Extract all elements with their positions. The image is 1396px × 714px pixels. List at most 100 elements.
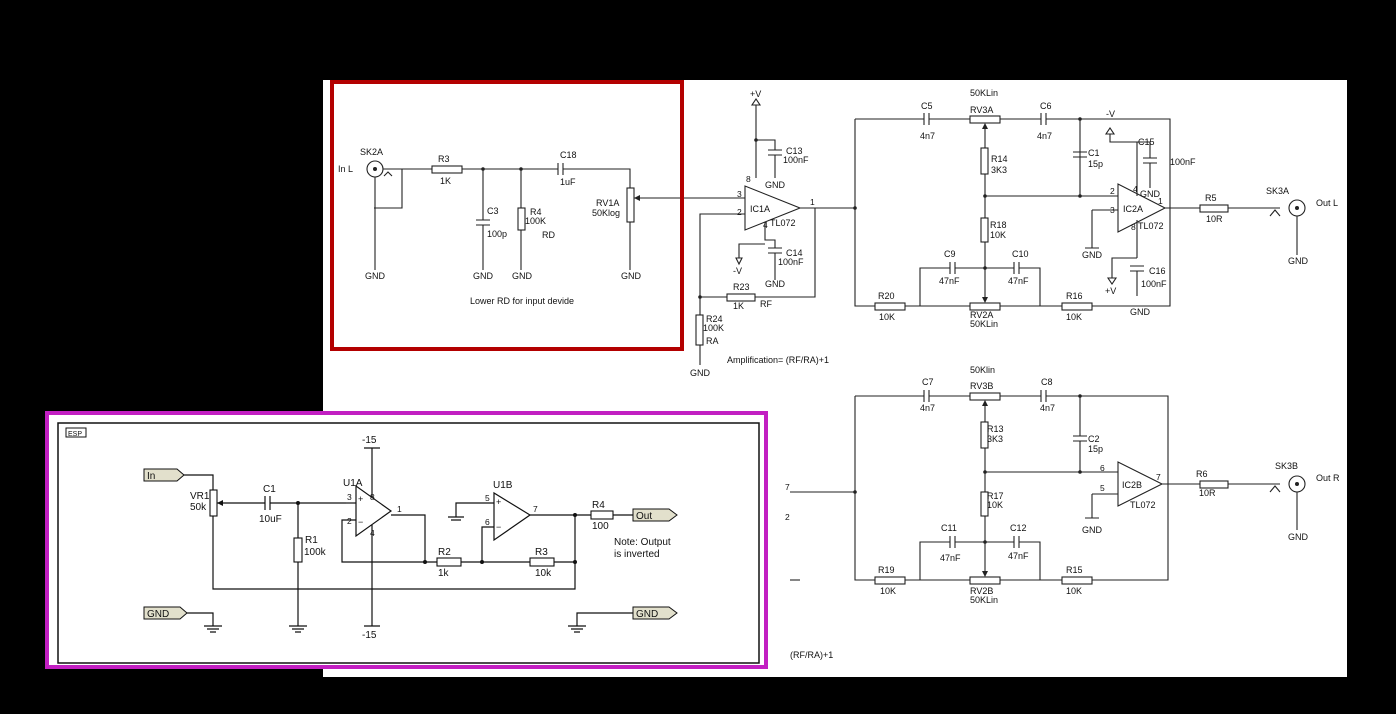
inset-r3-value: 10k	[535, 568, 552, 579]
r6-value: 10R	[1199, 488, 1216, 498]
rv3b-value: 50Klin	[970, 365, 995, 375]
u1a-opamp	[355, 484, 393, 538]
svg-text:GND: GND	[765, 180, 786, 190]
c15-label: C15	[1138, 137, 1155, 147]
rv3a-label: RV3A	[970, 105, 993, 115]
r20-resistor	[874, 302, 906, 311]
c1-value: 15p	[1088, 159, 1103, 169]
c6-value: 4n7	[1037, 131, 1052, 141]
svg-text:-V: -V	[1106, 109, 1115, 119]
c9-label: C9	[944, 249, 956, 259]
r4-label: R4	[530, 207, 542, 217]
out-l-label: Out L	[1316, 198, 1338, 208]
rv3b-label: RV3B	[970, 381, 993, 391]
svg-text:GND: GND	[690, 368, 711, 378]
inset-r1-resistor	[293, 537, 303, 563]
svg-text:+: +	[358, 494, 363, 504]
inset-r3-label: R3	[535, 547, 548, 558]
r19-value: 10K	[880, 586, 896, 596]
svg-text:GND: GND	[473, 271, 494, 281]
svg-text:2: 2	[347, 516, 352, 526]
c12-value: 47nF	[1008, 551, 1029, 561]
r23-value: 1K	[733, 301, 744, 311]
svg-text:GND: GND	[765, 279, 786, 289]
r19-label: R19	[878, 565, 895, 575]
rf-label: RF	[760, 299, 772, 309]
inset-r2-resistor	[436, 557, 462, 567]
input-note: Lower RD for input devide	[470, 296, 574, 306]
inset-inner-frame	[57, 422, 760, 664]
amplification-formula: Amplification= (RF/RA)+1	[727, 355, 829, 365]
r5-resistor	[1199, 204, 1229, 213]
c3-label: C3	[487, 206, 499, 216]
c1-label: C1	[1088, 148, 1100, 158]
r24-label: R24	[706, 314, 723, 324]
rv1a-label: RV1A	[596, 198, 619, 208]
c13-label: C13	[786, 146, 803, 156]
r4-value: 100K	[525, 216, 546, 226]
r16-value: 10K	[1066, 312, 1082, 322]
svg-text:GND: GND	[1140, 189, 1161, 199]
c5-value: 4n7	[920, 131, 935, 141]
r6-label: R6	[1196, 469, 1208, 479]
r20-value: 10K	[879, 312, 895, 322]
gnd-port-left-label: GND	[147, 609, 169, 620]
c3-value: 100p	[487, 229, 507, 239]
sk2a-label: SK2A	[360, 147, 383, 157]
rv2a-label: RV2A	[970, 310, 993, 320]
ic2a-part: TL072	[1138, 221, 1164, 231]
r3-value: 1K	[440, 176, 451, 186]
c16-value: 100nF	[1141, 279, 1167, 289]
in-port-label: In	[147, 471, 155, 482]
inset-c1-value: 10uF	[259, 514, 282, 525]
rd-label: RD	[542, 230, 555, 240]
c16-label: C16	[1149, 266, 1166, 276]
svg-text:2: 2	[737, 207, 742, 217]
rv2b-value: 50KLin	[970, 595, 998, 605]
c8-value: 4n7	[1040, 403, 1055, 413]
inset-r2-label: R2	[438, 547, 451, 558]
svg-text:−: −	[496, 522, 501, 532]
r13-label: R13	[987, 424, 1004, 434]
gnd-port-right	[632, 606, 678, 620]
rv1a-value: 50Klog	[592, 208, 620, 218]
c15-value: 100nF	[1170, 157, 1196, 167]
svg-text:1: 1	[810, 197, 815, 207]
gnd-label: GND	[365, 271, 386, 281]
r16-label: R16	[1066, 291, 1083, 301]
svg-text:GND: GND	[1288, 256, 1309, 266]
r23-label: R23	[733, 282, 750, 292]
svg-text:8: 8	[746, 174, 751, 184]
rv3a-value: 50KLin	[970, 88, 998, 98]
svg-text:7: 7	[1156, 472, 1161, 482]
inset-r4-resistor	[590, 510, 614, 520]
r3-resistor	[431, 165, 463, 174]
rv2a-potentiometer	[969, 302, 1001, 311]
svg-text:GND: GND	[1130, 307, 1151, 317]
inset-note-line2: is inverted	[614, 549, 660, 560]
r16-resistor	[1061, 302, 1093, 311]
svg-text:6: 6	[485, 517, 490, 527]
inset-r2-value: 1k	[438, 568, 450, 579]
out-r-label: Out R	[1316, 473, 1340, 483]
rv2a-value: 50KLin	[970, 319, 998, 329]
rv3b-potentiometer	[969, 392, 1001, 401]
r6-resistor	[1199, 480, 1229, 489]
vr1-value: 50k	[190, 502, 207, 513]
tone-stage-a: C5 4n7 50KLin RV3A C6 4n7 R14 3K3 C1 15p	[853, 88, 1338, 329]
c8-label: C8	[1041, 377, 1053, 387]
ic2a-label: IC2A	[1123, 204, 1143, 214]
c13-value: 100nF	[783, 155, 809, 165]
input-stage-highlight-box	[330, 80, 684, 351]
c6-label: C6	[1040, 101, 1052, 111]
ic1a-part: TL072	[770, 218, 796, 228]
svg-text:3: 3	[347, 492, 352, 502]
inset-c1-label: C1	[263, 484, 276, 495]
r17-value: 10K	[987, 500, 1003, 510]
inset-r1-label: R1	[305, 535, 318, 546]
r15-value: 10K	[1066, 586, 1082, 596]
svg-text:5: 5	[485, 493, 490, 503]
r14-label: R14	[991, 154, 1008, 164]
c14-label: C14	[786, 248, 803, 258]
